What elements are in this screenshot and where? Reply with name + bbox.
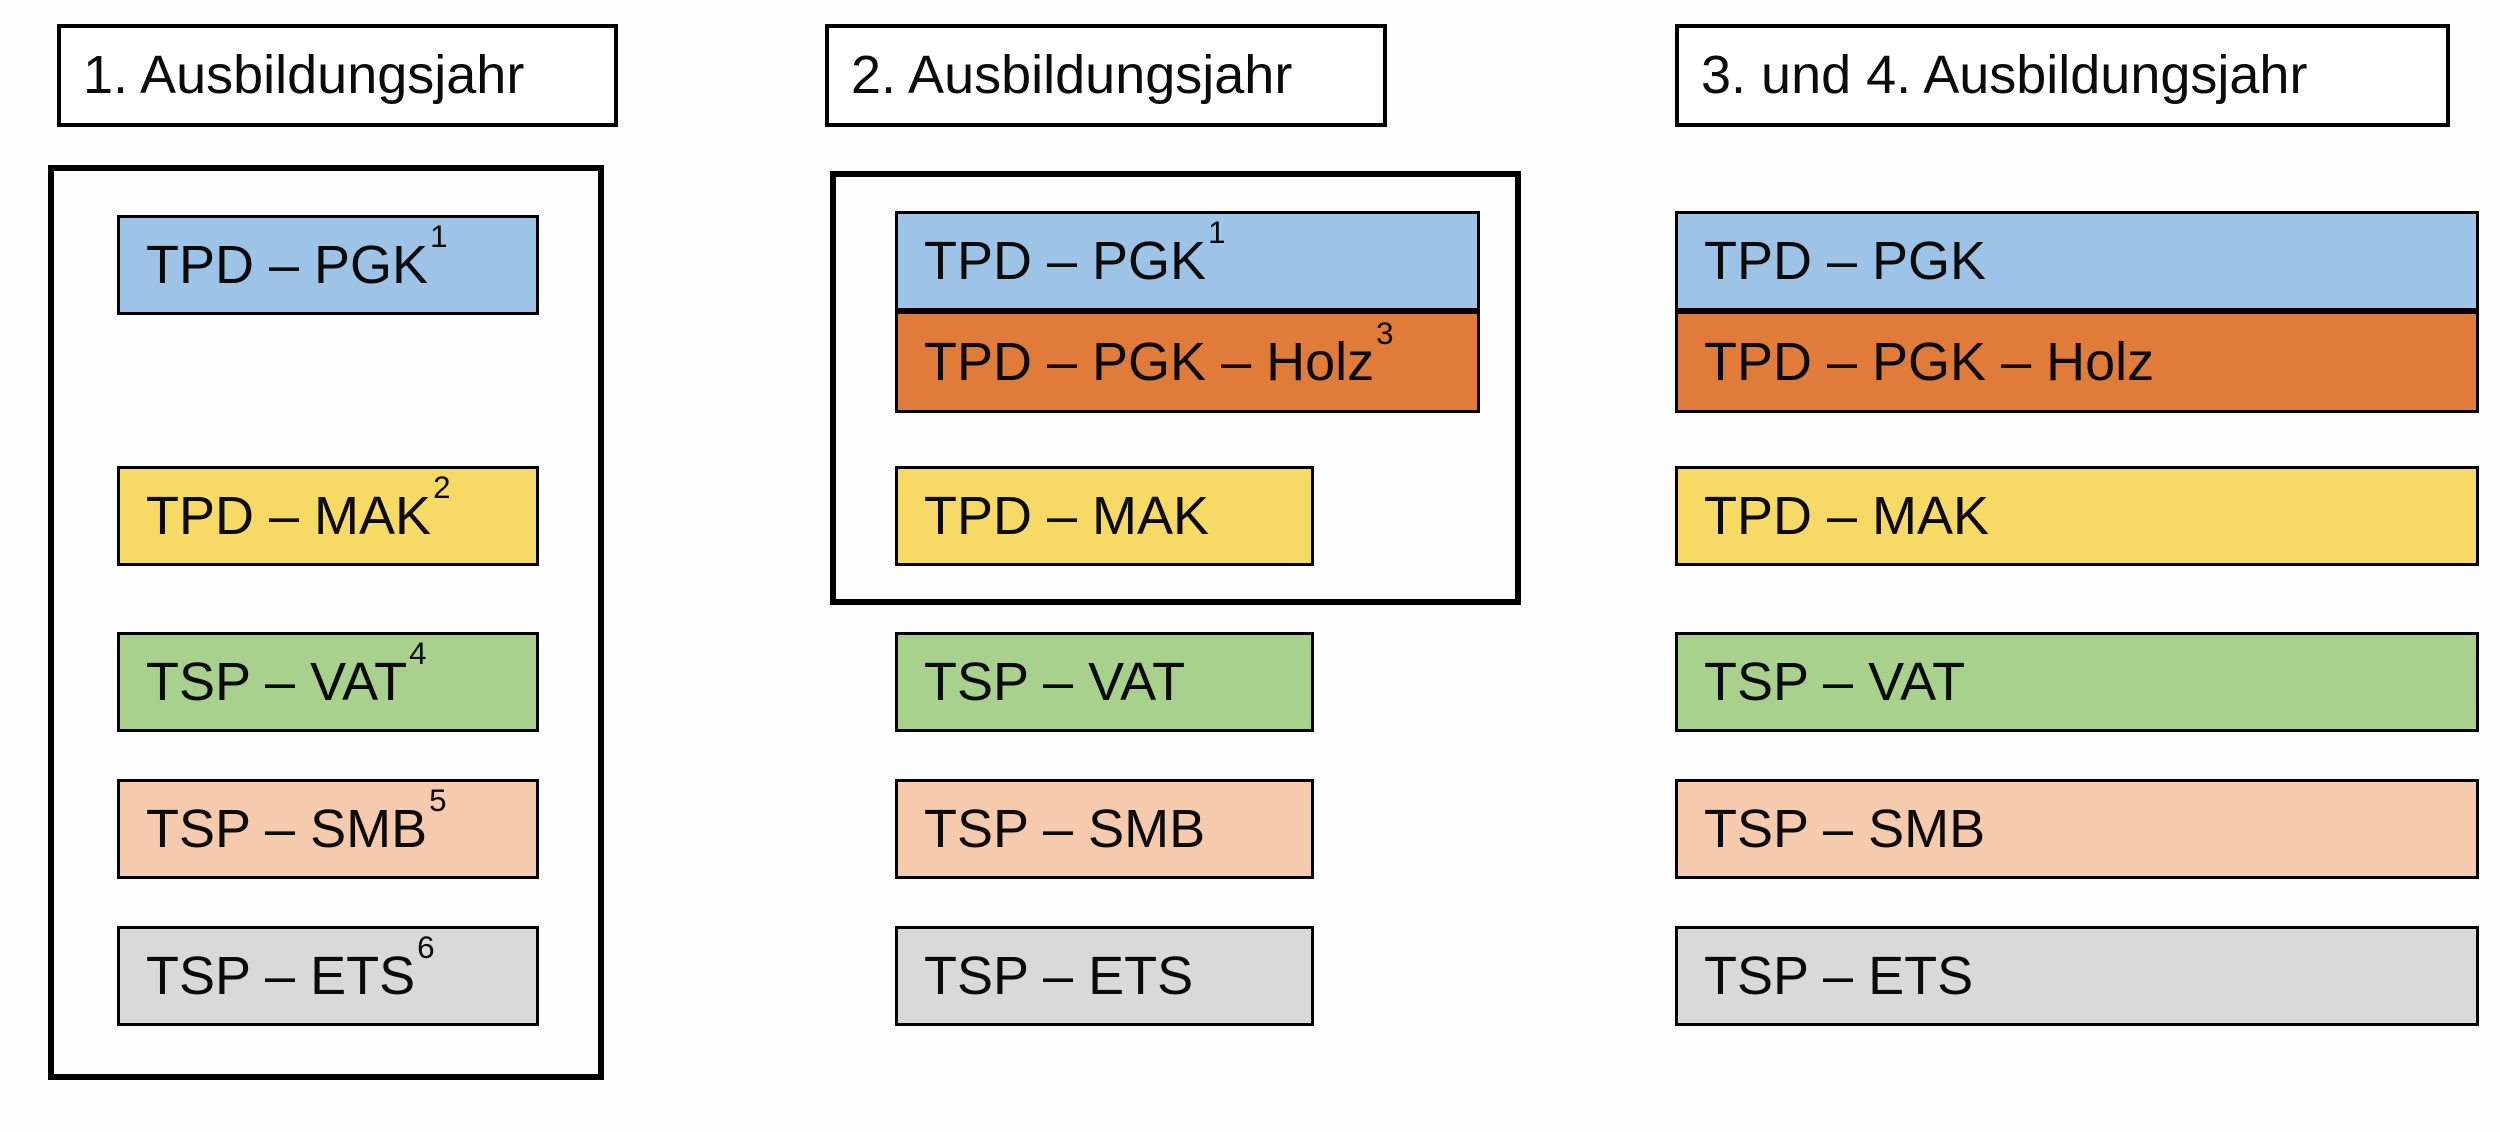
column-title-year1: 1. Ausbildungsjahr — [57, 24, 618, 127]
year2-tpd-group-frame — [830, 171, 1521, 605]
box-year1-tsp-smb: TSP – SMB5 — [117, 779, 539, 879]
box-label: TPD – PGK – Holz — [1704, 332, 2155, 392]
box-label: TPD – MAK — [146, 486, 432, 546]
box-year3-4-tsp-ets: TSP – ETS — [1675, 926, 2479, 1026]
box-year3-4-tpd-pgk: TPD – PGK — [1675, 211, 2479, 311]
box-footnote-mark: 2 — [433, 469, 451, 505]
box-year1-tsp-vat: TSP – VAT4 — [117, 632, 539, 732]
box-label: TPD – PGK – Holz — [924, 332, 1375, 392]
box-label: TSP – SMB — [1704, 799, 1986, 859]
box-footnote-mark: 6 — [417, 929, 435, 965]
box-label: TSP – ETS — [1704, 946, 1974, 1006]
box-label: TPD – MAK — [924, 486, 1210, 546]
box-label: TSP – VAT — [1704, 652, 1966, 712]
box-year1-tsp-ets: TSP – ETS6 — [117, 926, 539, 1026]
box-label: TSP – VAT — [924, 652, 1186, 712]
box-year2-tpd-pgk-holz: TPD – PGK – Holz3 — [895, 311, 1480, 413]
box-year2-tpd-pgk: TPD – PGK1 — [895, 211, 1480, 311]
year1-group-frame — [48, 165, 604, 1080]
box-year3-4-tsp-smb: TSP – SMB — [1675, 779, 2479, 879]
box-year3-4-tsp-vat: TSP – VAT — [1675, 632, 2479, 732]
box-year2-tsp-ets: TSP – ETS — [895, 926, 1314, 1026]
column-title-year3-4: 3. und 4. Ausbildungsjahr — [1675, 24, 2450, 127]
box-label: TPD – PGK — [146, 235, 429, 295]
column-title-year2: 2. Ausbildungsjahr — [825, 24, 1387, 127]
box-year1-tpd-mak: TPD – MAK2 — [117, 466, 539, 566]
box-label: TPD – MAK — [1704, 486, 1990, 546]
box-footnote-mark: 3 — [1376, 315, 1394, 351]
box-label: TPD – PGK — [924, 231, 1207, 291]
box-label: TSP – ETS — [924, 946, 1194, 1006]
box-footnote-mark: 1 — [1208, 214, 1226, 250]
box-year2-tsp-vat: TSP – VAT — [895, 632, 1314, 732]
box-year3-4-tpd-mak: TPD – MAK — [1675, 466, 2479, 566]
box-label: TSP – ETS — [146, 946, 416, 1006]
box-year3-4-tpd-pgk-holz: TPD – PGK – Holz — [1675, 311, 2479, 413]
box-year2-tpd-mak: TPD – MAK — [895, 466, 1314, 566]
box-label: TSP – VAT — [146, 652, 408, 712]
box-footnote-mark: 4 — [409, 635, 427, 671]
box-label: TPD – PGK — [1704, 231, 1987, 291]
box-label: TSP – SMB — [146, 799, 428, 859]
box-year1-tpd-pgk: TPD – PGK1 — [117, 215, 539, 315]
box-footnote-mark: 1 — [430, 218, 448, 254]
box-footnote-mark: 5 — [429, 782, 447, 818]
box-label: TSP – SMB — [924, 799, 1206, 859]
box-year2-tsp-smb: TSP – SMB — [895, 779, 1314, 879]
